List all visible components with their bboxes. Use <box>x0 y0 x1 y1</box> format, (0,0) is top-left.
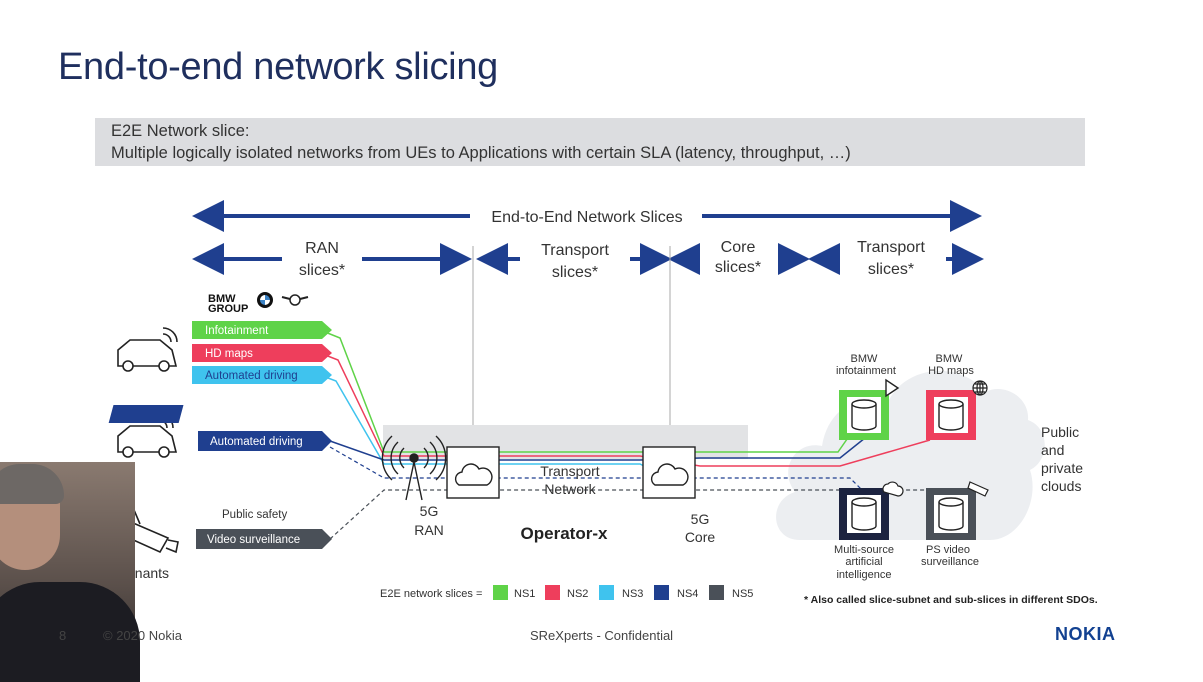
fiat-logo-text: FIAT <box>232 407 284 424</box>
slide-title: End-to-end network slicing <box>58 46 498 88</box>
globe-icon <box>972 380 988 396</box>
bmw-group-logo-line2: GROUP <box>208 303 248 315</box>
transport-slices-label-2b: slices* <box>868 261 914 278</box>
core-cloud-box-icon <box>642 446 696 499</box>
clouds-label-4: clouds <box>1041 478 1081 494</box>
legend-ns2: NS2 <box>545 585 588 600</box>
operator-label: Operator-x <box>521 524 608 543</box>
ran-slices-label-2: slices* <box>299 262 345 279</box>
core-slices-label-2: slices* <box>715 259 761 276</box>
transport-network-label-2: Network <box>544 481 596 497</box>
copyright: © 2020 Nokia <box>103 628 182 643</box>
presenter-video <box>0 462 140 682</box>
nokia-logo: NOKIA <box>1055 624 1116 644</box>
ns2-line <box>319 352 931 467</box>
ps-video-label-2: surveillance <box>921 556 979 568</box>
cloud-shape <box>776 370 1045 540</box>
tag-hd-maps: HD maps <box>192 344 332 362</box>
ai-label-2: artificial <box>845 556 882 568</box>
ns5-dashed-line <box>329 489 935 540</box>
slice-lines <box>319 329 935 540</box>
clouds-label-1: Public <box>1041 424 1079 440</box>
bmw-infotainment-server-icon <box>839 378 900 440</box>
ns1-line <box>319 329 853 453</box>
core-slices-label-1: Core <box>721 239 756 256</box>
presenter-shoulders <box>0 582 140 682</box>
bmw-hdmaps-label-1: BMW <box>936 353 964 365</box>
confidential-label: SReXperts - Confidential <box>530 628 674 643</box>
core-label-1: 5G <box>691 511 710 527</box>
tag-video-surveillance: Video surveillance <box>196 529 332 549</box>
tag-infotainment-label: Infotainment <box>205 325 269 337</box>
thought-bubble-icon <box>882 481 904 497</box>
ai-label-3: intelligence <box>836 569 891 581</box>
public-safety-label: Public safety <box>222 509 287 521</box>
tag-automated-driving-bmw-label: Automated driving <box>205 370 298 382</box>
transport-slices-label-2a: Transport <box>857 239 925 256</box>
transport-slices-label-1a: Transport <box>541 242 609 259</box>
legend-ns3-label: NS3 <box>622 588 643 600</box>
bmw-infotainment-label-1: BMW <box>851 353 879 365</box>
definition-text: Multiple logically isolated networks fro… <box>111 144 851 162</box>
ps-video-server-icon <box>926 488 976 540</box>
page-number: 8 <box>59 628 67 643</box>
ai-server-icon <box>839 488 889 540</box>
legend-ns4: NS4 <box>654 585 698 600</box>
legend-ns5: NS5 <box>709 585 753 600</box>
e2e-label: End-to-End Network Slices <box>491 209 682 226</box>
tag-automated-driving-fiat: Automated driving <box>198 431 332 451</box>
ran-cloud-box-icon <box>446 446 500 499</box>
transport-slices-label-1b: slices* <box>552 264 598 281</box>
legend-ns1-label: NS1 <box>514 588 535 600</box>
clouds-label-2: and <box>1041 442 1064 458</box>
car-icon-1 <box>117 327 178 372</box>
legend-ns2-label: NS2 <box>567 588 588 600</box>
tag-automated-driving-fiat-label: Automated driving <box>210 436 303 448</box>
footnote: * Also called slice-subnet and sub-slice… <box>804 594 1098 606</box>
legend-ns4-label: NS4 <box>677 588 698 600</box>
ns4-dashed-line <box>329 446 863 491</box>
ps-video-label-1: PS video <box>926 544 970 556</box>
ran-slices-label-1: RAN <box>305 240 339 257</box>
bmw-hdmaps-server-icon <box>926 390 976 440</box>
definition-heading: E2E Network slice: <box>111 122 250 140</box>
clouds-label-3: private <box>1041 460 1083 476</box>
bmw-hdmaps-label-2: HD maps <box>928 365 974 377</box>
fiat-logo: FIAT <box>108 405 284 424</box>
tag-automated-driving-bmw: Automated driving <box>192 366 332 384</box>
mini-logo-icon <box>281 294 309 306</box>
legend-prefix: E2E network slices = <box>380 588 482 600</box>
ai-label-1: Multi-source <box>834 544 894 556</box>
presenter-hair <box>0 464 64 504</box>
small-camera-icon <box>967 481 989 497</box>
antenna-icon <box>381 435 447 501</box>
bmw-roundel-icon <box>257 292 273 308</box>
core-label-2: Core <box>685 529 716 545</box>
legend-ns3: NS3 <box>599 585 643 600</box>
ran-label-1: 5G <box>420 503 439 519</box>
tag-hd-maps-label: HD maps <box>205 348 253 360</box>
bmw-infotainment-label-2: infotainment <box>836 365 896 377</box>
legend-ns1: NS1 <box>493 585 535 600</box>
definition-box: E2E Network slice: Multiple logically is… <box>95 118 1085 166</box>
bmw-group-logo-line1: BMW <box>208 293 236 305</box>
ran-label-2: RAN <box>414 522 444 538</box>
transport-network-label-1: Transport <box>540 463 600 479</box>
tag-video-surveillance-label: Video surveillance <box>207 534 300 546</box>
legend-ns5-label: NS5 <box>732 588 753 600</box>
tag-infotainment: Infotainment <box>192 321 332 339</box>
